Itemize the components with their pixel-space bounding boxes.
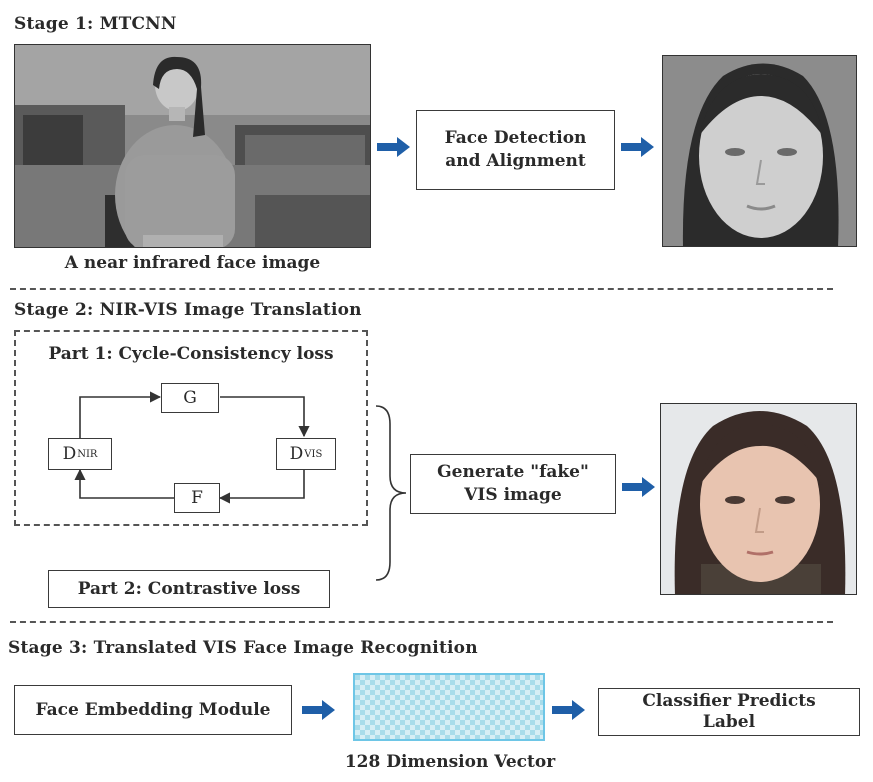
cycle-connectors [74,391,310,504]
arrow-to-vector-icon [302,699,336,721]
arrow-to-classifier-icon [552,699,586,721]
classifier-line2: Label [702,712,756,732]
arrow-to-aligned-face-icon [621,136,655,158]
dnir-main: D [62,444,77,464]
dvis-main: D [289,444,304,464]
nir-input-image [14,44,371,248]
face-detection-line2: and Alignment [445,151,586,171]
stage1-title: Stage 1: MTCNN [14,14,177,34]
generate-fake-vis-box: Generate "fake" VIS image [410,454,616,514]
stage-divider-1 [10,288,833,290]
fake-vis-face-image [660,403,857,595]
face-detection-box: Face Detection and Alignment [416,110,615,190]
part2-box: Part 2: Contrastive loss [48,570,330,608]
part1-frame [14,330,368,526]
classifier-box: Classifier Predicts Label [598,688,860,736]
generator-f-node: F [174,483,220,513]
stage3-title: Stage 3: Translated VIS Face Image Recog… [8,638,478,658]
part1-title: Part 1: Cycle-Consistency loss [48,344,334,364]
nir-image-caption: A near infrared face image [64,253,321,273]
vector-caption: 128 Dimension Vector [344,752,556,772]
stage-divider-2 [10,621,833,623]
arrow-to-detection-icon [377,136,411,158]
embedding-vector-block [353,673,545,741]
classifier-line1: Classifier Predicts [642,690,816,711]
generate-line1: Generate "fake" [437,462,589,483]
stage2-title: Stage 2: NIR-VIS Image Translation [14,300,362,320]
brace-icon [375,405,407,581]
arrow-to-fake-vis-icon [622,476,656,498]
generate-line2: VIS image [464,485,562,505]
dvis-sub: VIS [304,448,323,460]
generator-g-node: G [161,383,219,413]
face-embedding-module-box: Face Embedding Module [14,685,292,735]
aligned-nir-face-image [662,55,857,247]
dnir-sub: NIR [77,448,98,460]
face-detection-line1: Face Detection [444,128,587,149]
